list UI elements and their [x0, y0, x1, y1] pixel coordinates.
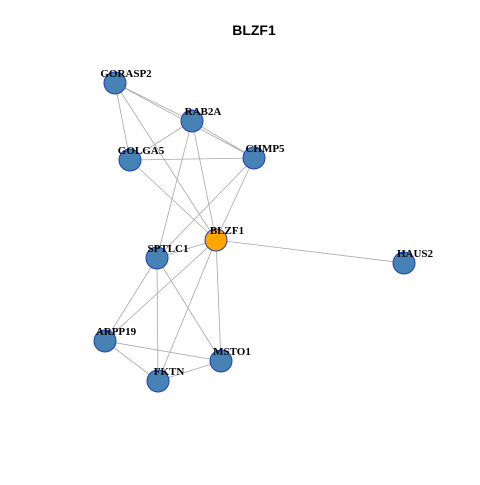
node-blzf1: BLZF1 [204, 225, 244, 252]
node-circle-gorasp2 [103, 71, 127, 95]
node-label-blzf1: BLZF1 [210, 225, 244, 237]
edge-blzf1-fktn [157, 239, 217, 382]
edge-golga5-chmp5 [129, 157, 255, 161]
node-haus2: HAUS2 [392, 248, 434, 275]
node-circle-rab2a [180, 109, 204, 133]
edge-sptlc1-fktn [156, 257, 159, 382]
node-chmp5: CHMP5 [242, 143, 285, 170]
node-circle-haus2 [392, 251, 416, 275]
edge-rab2a-blzf1 [191, 120, 217, 241]
edge-rab2a-chmp5 [191, 120, 255, 159]
node-sptlc1: SPTLC1 [145, 243, 189, 270]
edge-chmp5-sptlc1 [156, 157, 255, 259]
edge-gorasp2-blzf1 [114, 82, 217, 241]
node-label-sptlc1: SPTLC1 [148, 243, 189, 255]
node-label-rab2a: RAB2A [185, 106, 222, 118]
edge-sptlc1-msto1 [156, 257, 222, 362]
node-golga5: GOLGA5 [118, 145, 165, 172]
node-circle-blzf1 [204, 228, 228, 252]
node-label-golga5: GOLGA5 [118, 145, 165, 157]
edge-gorasp2-rab2a [114, 82, 193, 122]
node-msto1: MSTO1 [209, 346, 251, 373]
edge-blzf1-haus2 [215, 239, 405, 264]
node-label-fktn: FKTN [154, 366, 185, 378]
node-circle-golga5 [118, 148, 142, 172]
node-arpp19: ARPP19 [93, 326, 137, 353]
node-circle-arpp19 [93, 329, 117, 353]
edge-arpp19-msto1 [104, 340, 222, 362]
node-circle-msto1 [209, 349, 233, 373]
node-label-gorasp2: GORASP2 [100, 68, 152, 80]
edge-chmp5-blzf1 [215, 157, 255, 241]
node-label-chmp5: CHMP5 [245, 143, 285, 155]
edge-sptlc1-arpp19 [104, 257, 158, 342]
edge-blzf1-arpp19 [104, 239, 217, 342]
node-circle-chmp5 [242, 146, 266, 170]
node-label-msto1: MSTO1 [213, 346, 251, 358]
node-gorasp2: GORASP2 [100, 68, 152, 95]
edge-golga5-blzf1 [129, 159, 217, 241]
edge-layer [104, 82, 405, 382]
edge-gorasp2-golga5 [114, 82, 131, 161]
node-circle-sptlc1 [145, 246, 169, 270]
node-label-haus2: HAUS2 [397, 248, 434, 260]
node-label-arpp19: ARPP19 [96, 326, 137, 338]
edge-blzf1-msto1 [215, 239, 222, 362]
diagram-title: BLZF1 [232, 22, 276, 38]
node-rab2a: RAB2A [180, 106, 222, 133]
node-fktn: FKTN [146, 366, 185, 393]
node-circle-fktn [146, 369, 170, 393]
edge-rab2a-golga5 [129, 120, 193, 161]
edge-rab2a-sptlc1 [156, 120, 193, 259]
